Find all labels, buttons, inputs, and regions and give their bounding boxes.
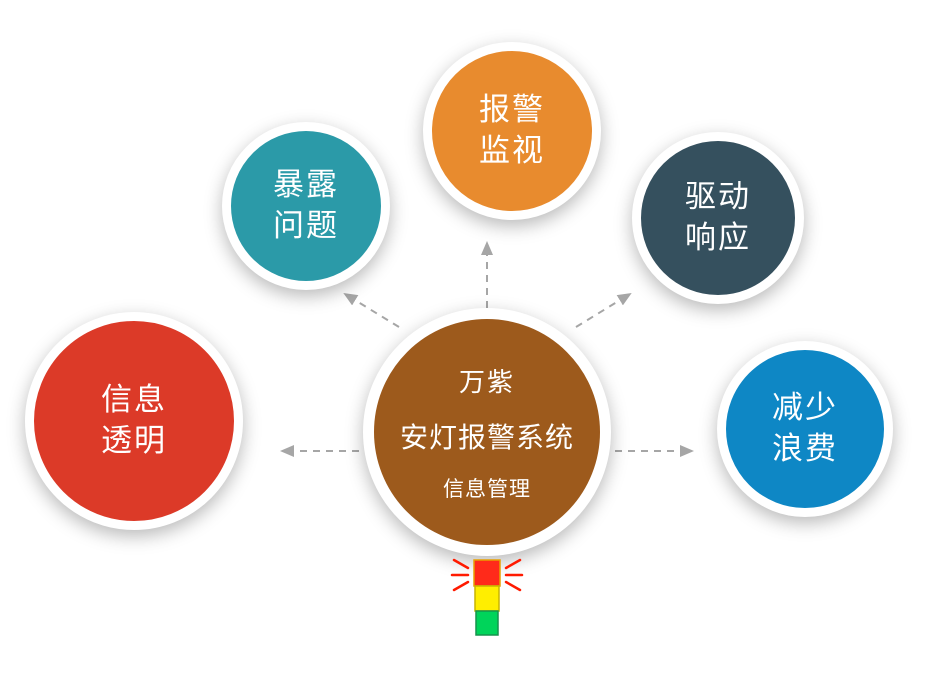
node-alarm-monitoring: 报警 监视 bbox=[423, 42, 601, 220]
traffic-light-green bbox=[475, 610, 499, 636]
traffic-light-red bbox=[473, 559, 501, 587]
node-label-line: 报警 bbox=[479, 92, 545, 129]
node-drive-response: 驱动 响应 bbox=[632, 132, 804, 304]
center-title-line1: 万紫 bbox=[458, 367, 515, 398]
node-label-line: 问题 bbox=[273, 208, 339, 244]
node-label-line: 响应 bbox=[685, 220, 751, 256]
node-label-line: 暴露 bbox=[273, 167, 339, 204]
node-drive-response-label: 驱动 响应 bbox=[685, 177, 751, 259]
node-label-line: 驱动 bbox=[685, 179, 751, 216]
arrow-to-expose-problems bbox=[343, 292, 400, 328]
alarm-rays-icon bbox=[450, 558, 524, 592]
node-label-line: 监视 bbox=[479, 133, 545, 169]
traffic-light-yellow bbox=[474, 585, 500, 612]
node-reduce-waste-label: 减少 浪费 bbox=[772, 388, 838, 470]
node-center-andon-system: 万紫 安灯报警系统 信息管理 bbox=[363, 308, 611, 556]
center-title-line3: 信息管理 bbox=[443, 476, 531, 501]
center-title-line2: 安灯报警系统 bbox=[399, 420, 574, 454]
node-expose-problems-label: 暴露 问题 bbox=[273, 165, 339, 247]
node-expose-problems: 暴露 问题 bbox=[222, 122, 390, 290]
node-label-line: 透明 bbox=[101, 423, 167, 459]
node-info-transparency-label: 信息 透明 bbox=[101, 380, 167, 462]
node-label-line: 减少 bbox=[772, 390, 838, 427]
traffic-light-icon bbox=[450, 558, 524, 636]
node-label-line: 浪费 bbox=[772, 431, 838, 467]
node-reduce-waste: 减少 浪费 bbox=[717, 341, 893, 517]
node-alarm-monitoring-label: 报警 监视 bbox=[479, 90, 545, 172]
arrow-to-drive-response bbox=[575, 292, 632, 328]
node-label-line: 信息 bbox=[101, 382, 167, 419]
node-info-transparency: 信息 透明 bbox=[25, 312, 243, 530]
